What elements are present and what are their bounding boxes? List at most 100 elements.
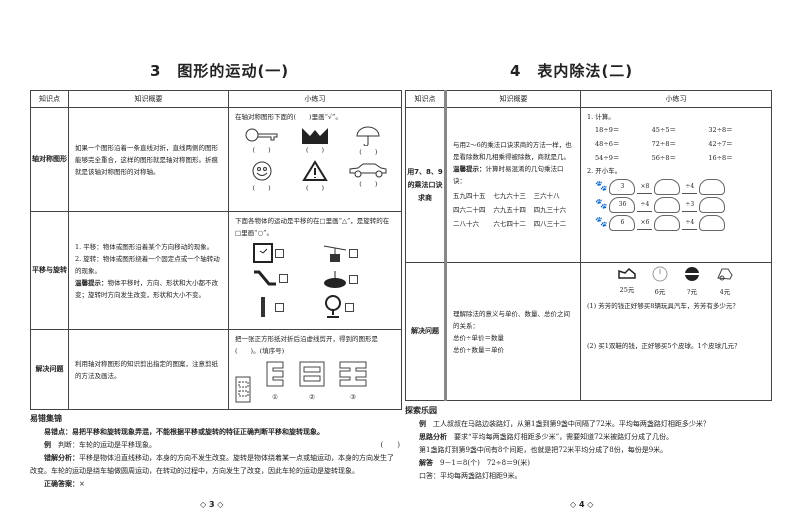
question-2: 2. 开小车。 xyxy=(587,167,622,175)
practice-cell: 在轴对称图形下面的( )里画“√”。 ( ) ( ) ( ) ( ) ( ) (… xyxy=(228,107,402,212)
smiley-icon xyxy=(252,161,272,181)
car-answer[interactable] xyxy=(699,197,726,213)
car-answer[interactable] xyxy=(654,197,681,213)
equation[interactable]: 72÷8＝ xyxy=(651,140,677,148)
analysis-label: 思路分析 xyxy=(419,433,447,441)
equation[interactable]: 45÷5＝ xyxy=(651,126,677,134)
page-number: ◇ 3 ◇ xyxy=(200,500,224,509)
answer-box[interactable] xyxy=(279,273,289,283)
car-start: 3 xyxy=(609,179,636,195)
example-blank[interactable]: ( ) xyxy=(380,441,400,449)
operation-arrow: ÷4 xyxy=(682,181,698,194)
answer-label: 正确答案： xyxy=(44,480,79,488)
header-practice: 小练习 xyxy=(580,90,772,108)
topic-cell: 解决问题 xyxy=(30,329,69,410)
rhyme: 五九四十五 xyxy=(453,192,486,200)
example-label: 例 xyxy=(419,420,426,428)
page-number: ◇ 4 ◇ xyxy=(570,500,594,509)
answer-blank[interactable]: ( ) xyxy=(305,184,325,192)
answer-box[interactable] xyxy=(345,302,355,312)
summary-cell: 如果一个图形沿着一条直线对折，直线两侧的图形能够完全重合，这样的图形就是轴对称图… xyxy=(68,107,229,212)
left-knowledge-table: 知识点知识概要小练习 轴对称图形 如果一个图形沿着一条直线对折，直线两侧的图形能… xyxy=(30,90,402,410)
answer-box[interactable] xyxy=(275,302,285,312)
rhyme-grid: 五九四十五七九六十三三六十八四六二十四六九五十四四九三十六二八十六六七四十二四八… xyxy=(453,189,574,231)
summary-cell: 1. 平移：物体或图形沿着某个方向移动的现象。 2. 旋转：物体或图形绕着一个固… xyxy=(68,211,229,330)
answer-blank[interactable]: ( ) xyxy=(305,146,325,154)
practice-prompt: 在轴对称图形下面的( )里画“√”。 xyxy=(235,113,342,121)
equation[interactable]: 48÷6＝ xyxy=(595,140,620,148)
error-collection: 易错集锦 易错点：易把平移和旋转现象弄混，不能根据平移或旋转的特征正确判断平移和… xyxy=(30,412,400,491)
option-label[interactable]: ① xyxy=(272,393,278,401)
escalator-icon xyxy=(254,270,276,286)
practice-prompt: 下面各物体的运动是平移的在□里画“△”，是旋转的在□里画“○”。 xyxy=(235,217,390,237)
car-answer[interactable] xyxy=(654,215,681,231)
option-label[interactable]: ② xyxy=(309,393,315,401)
equation[interactable]: 18÷9＝ xyxy=(595,126,620,134)
practice-cell: 1. 计算。 18÷9＝45÷5＝32÷8＝48÷6＝72÷8＝42÷7＝54÷… xyxy=(580,107,772,263)
equation[interactable]: 16÷8＝ xyxy=(708,154,733,162)
practice-cell: 25元 6元 ?元 4元 (1) 芳芳的钱正好够买8辆玩具汽车，芳芳有多少元？ … xyxy=(580,262,772,401)
header-topic: 知识点 xyxy=(405,90,446,108)
answer-blank[interactable]: ( ) xyxy=(359,180,378,188)
tip-label: 温馨提示： xyxy=(453,165,486,173)
answer-box[interactable] xyxy=(275,248,285,258)
car-answer[interactable] xyxy=(699,215,726,231)
answer-box[interactable] xyxy=(349,274,359,284)
equation[interactable]: 42÷7＝ xyxy=(708,140,733,148)
right-page-title: 4 表内除法(二) xyxy=(510,62,634,80)
answer-blank[interactable]: ( ) xyxy=(252,184,271,192)
warning-sign-icon xyxy=(302,160,328,181)
tip-text: 物体平移时，方向、形状和大小都不改变；旋转时方向发生改变，形状和大小不变。 xyxy=(75,278,218,299)
analysis-text-2: 第1盏路灯到第9盏中间有8个间距，也就是把72米平均分成了8份，每份是9米。 xyxy=(419,446,668,454)
header-practice: 小练习 xyxy=(228,90,402,108)
car-answer[interactable] xyxy=(654,179,681,195)
option-label[interactable]: ③ xyxy=(350,393,356,401)
summary-text: 与用2～6的乘法口诀求商的方法一样，也是看除数和几相乘得被除数，商就是几。 xyxy=(453,141,572,161)
topic-cell: 平移与旋转 xyxy=(30,211,69,330)
summary-cell: 与用2～6的乘法口诀求商的方法一样，也是看除数和几相乘得被除数，商就是几。 温馨… xyxy=(444,107,581,263)
tip-label: 温馨提示： xyxy=(75,278,108,287)
car-answer[interactable] xyxy=(699,179,726,195)
summary-cell: 理解除法的意义与单价、数量、总价之间的关系： 总价÷单价＝数量 总价÷数量＝单价 xyxy=(444,262,581,401)
equation[interactable]: 54÷9＝ xyxy=(595,154,620,162)
equation[interactable]: 32÷8＝ xyxy=(708,126,733,134)
car-start: 36 xyxy=(609,197,636,213)
solution-label: 解答 xyxy=(419,459,433,467)
header-summary: 知识概要 xyxy=(444,90,581,108)
equation[interactable]: 56÷8＝ xyxy=(651,154,677,162)
rhyme: 六七四十二 xyxy=(493,220,526,228)
example-text: 判断：车轮的运动是平移现象。 xyxy=(58,441,156,449)
operation-arrow: ÷4 xyxy=(637,199,653,212)
toy-car-icon xyxy=(717,268,733,281)
operation-arrow: ×8 xyxy=(637,181,653,194)
car-chain: 🐾6×6÷4 xyxy=(595,215,765,231)
price-label: 6元 xyxy=(654,288,666,296)
option-shape-icon xyxy=(339,361,367,387)
summary-item: 1. 平移：物体或图形沿着某个方向移动的现象。 xyxy=(75,242,214,251)
car-chain: 🐾36÷4÷3 xyxy=(595,197,765,213)
operation-arrow: ×6 xyxy=(637,217,653,230)
cable-car-icon xyxy=(323,245,347,262)
error-point: 易把平移和旋转现象弄混，不能根据平移或旋转的特征正确判断平移和旋转现象。 xyxy=(72,428,324,436)
explore-section: 探索乐园 例 工人叔叔在马路边装路灯，从第1盏到第9盏中间隔了72米。平均每两盏… xyxy=(405,404,777,483)
option-shape-icon xyxy=(299,361,325,387)
answer-box[interactable] xyxy=(349,248,359,258)
example-label: 例 xyxy=(44,441,51,449)
header-topic: 知识点 xyxy=(30,90,69,108)
animal-icon: 🐾 xyxy=(595,217,608,228)
rhyme: 六九五十四 xyxy=(493,206,526,214)
formula: 总价÷数量＝单价 xyxy=(453,345,504,354)
rhyme: 四九三十六 xyxy=(533,206,567,214)
topic-cell: 轴对称图形 xyxy=(30,107,69,212)
formula: 总价÷单价＝数量 xyxy=(453,333,504,342)
reply-text: 口答：平均每两盏路灯相距9米。 xyxy=(419,472,522,480)
right-knowledge-table: 知识点知识概要小练习 用7、8、9的乘法口诀求商 与用2～6的乘法口诀求商的方法… xyxy=(405,90,772,401)
answer-text: × xyxy=(79,480,85,488)
analysis-text: 平移是物体沿直线移动，本身的方向不发生改变。旋转是物体绕着某一点或轴运动，本身的… xyxy=(30,454,394,475)
answer-blank[interactable]: ( ) xyxy=(252,146,271,154)
answer-blank[interactable]: ( ) xyxy=(359,148,378,156)
equation-grid: 18÷9＝ 45÷5＝ 32÷8＝ 48÷6＝ 72÷8＝ 42÷7＝ 54÷9＝ 56÷8＝… xyxy=(587,123,765,165)
error-heading: 易错集锦 xyxy=(30,414,62,423)
ornament-icon xyxy=(301,128,328,144)
key-icon xyxy=(245,128,278,142)
